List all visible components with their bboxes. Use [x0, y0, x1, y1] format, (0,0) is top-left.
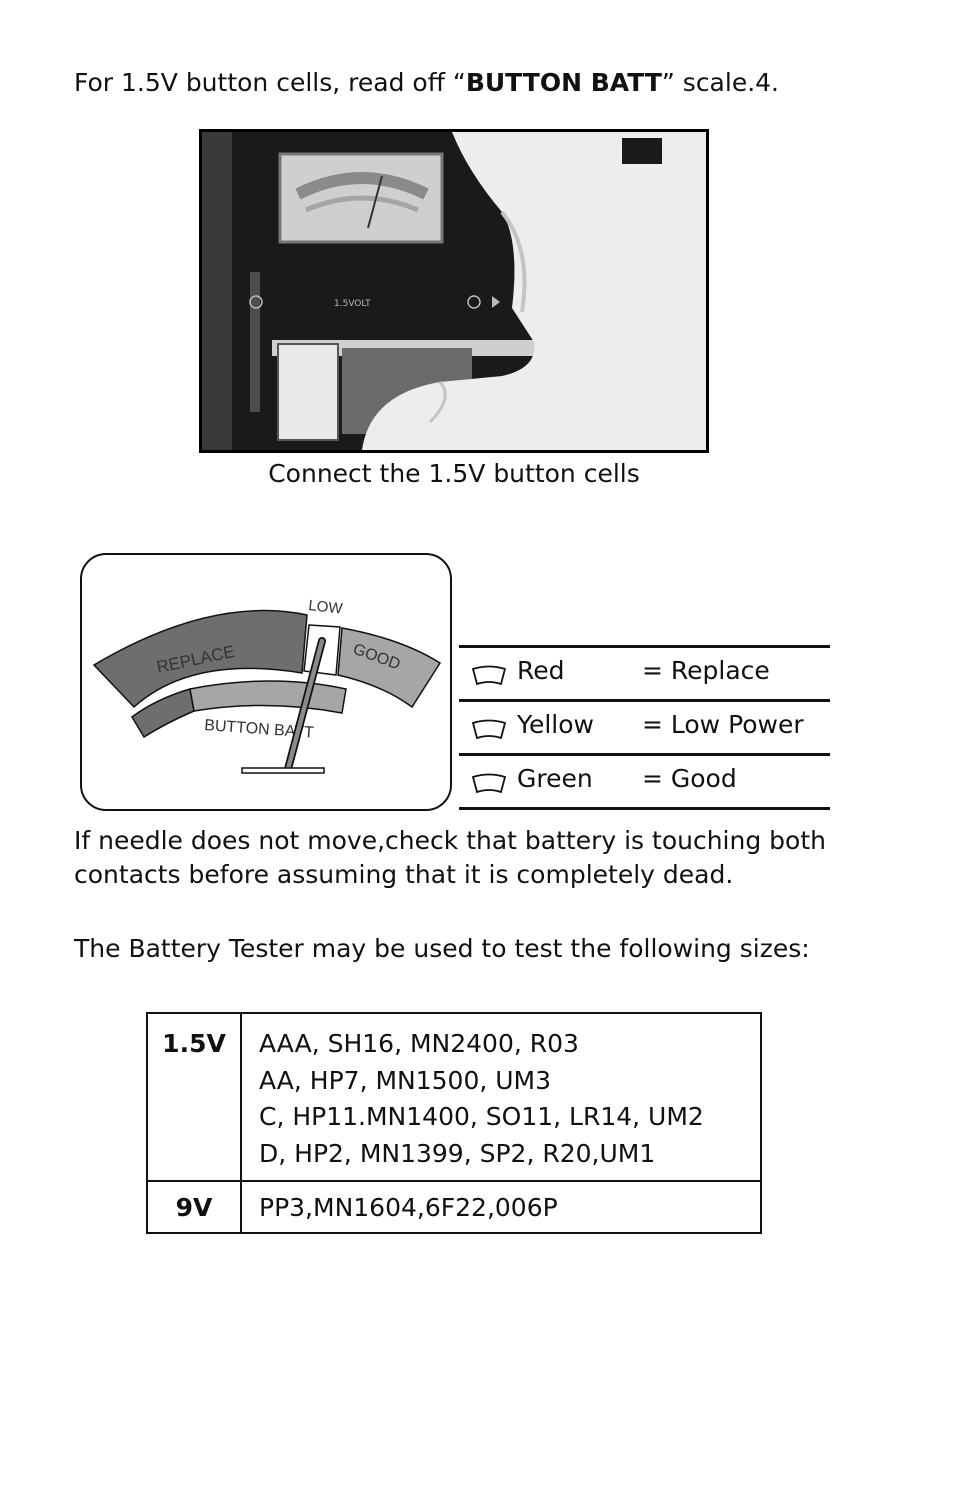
legend-row: Yellow = Low Power [459, 699, 830, 753]
table-row: 9V PP3,MN1604,6F22,006P [146, 1180, 762, 1234]
battery-sizes-table: 1.5V AAA, SH16, MN2400, R03 AA, HP7, MN1… [146, 1012, 762, 1234]
intro-prefix: For 1.5V button cells, read off “ [74, 68, 466, 97]
legend-color: Red [517, 656, 565, 685]
legend-meaning: = Low Power [642, 710, 804, 739]
models-cell: AAA, SH16, MN2400, R03 AA, HP7, MN1500, … [240, 1012, 762, 1182]
sizes-intro: The Battery Tester may be used to test t… [74, 934, 810, 963]
device-label: 1.5VOLT [334, 299, 371, 309]
needle [285, 638, 325, 772]
table-row: 1.5V AAA, SH16, MN2400, R03 AA, HP7, MN1… [146, 1012, 762, 1182]
good-zone [337, 627, 442, 709]
legend-row: Green = Good [459, 753, 830, 810]
legend-row: Red = Replace [459, 645, 830, 699]
figure-caption: Connect the 1.5V button cells [268, 459, 640, 488]
legend-color: Green [517, 764, 593, 793]
model-line: PP3,MN1604,6F22,006P [259, 1193, 558, 1222]
intro-bold-scale-name: BUTTON BATT [465, 68, 662, 97]
needle-base [241, 767, 325, 774]
color-legend: Red = Replace Yellow = Low Power Green =… [459, 645, 830, 810]
needle-instruction: If needle does not move,check that batte… [74, 826, 826, 889]
intro-text: For 1.5V button cells, read off “BUTTON … [74, 68, 779, 97]
meter-scale-drawing: REPLACE GOOD LOW BUTTON BATT [92, 597, 442, 774]
scale-segment-icon [471, 773, 507, 794]
legend-meaning: = Replace [642, 656, 770, 685]
models-cell: PP3,MN1604,6F22,006P [240, 1180, 762, 1234]
voltage-cell: 9V [146, 1180, 242, 1234]
model-line: C, HP11.MN1400, SO11, LR14, UM2 [259, 1102, 704, 1131]
model-line: AA, HP7, MN1500, UM3 [259, 1065, 552, 1095]
model-line: AAA, SH16, MN2400, R03 [259, 1029, 579, 1058]
meter-diagram: REPLACE GOOD LOW BUTTON BATT [80, 553, 452, 811]
voltage-cell: 1.5V [146, 1012, 242, 1182]
battery-tester-illustration: 1.5VOLT [202, 132, 706, 450]
battery-tester-photo: 1.5VOLT [199, 129, 709, 453]
button-batt-zone [189, 680, 347, 714]
scale-segment-icon [471, 665, 507, 686]
intro-suffix: ” scale.4. [661, 68, 780, 97]
low-label: LOW [308, 597, 345, 618]
replace-zone [92, 609, 308, 709]
model-line: D, HP2, MN1399, SP2, R20,UM1 [259, 1138, 656, 1168]
legend-meaning: = Good [642, 764, 737, 793]
scale-segment-icon [471, 719, 507, 740]
legend-color: Yellow [517, 710, 594, 739]
